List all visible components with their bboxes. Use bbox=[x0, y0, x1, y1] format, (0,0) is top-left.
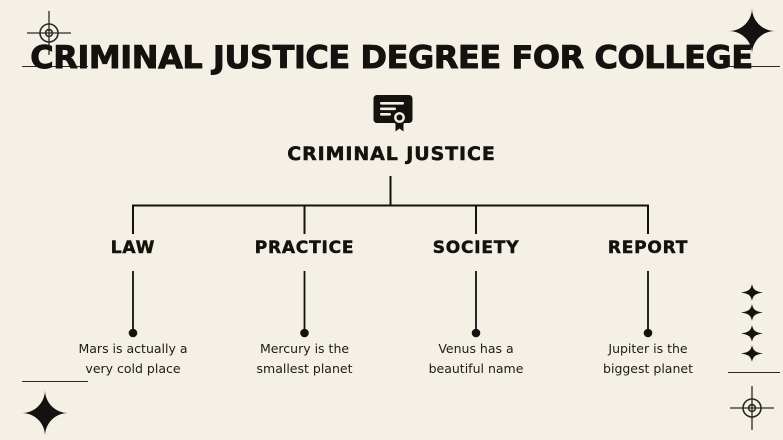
branch-description-line: Venus has a bbox=[438, 341, 514, 356]
branch-report: REPORT Jupiter is the biggest planet bbox=[558, 238, 738, 376]
branch-description-line: Mars is actually a bbox=[78, 341, 188, 356]
branch-description-line: Mercury is the bbox=[259, 341, 350, 356]
branch-description: Mars is actually a very cold place bbox=[43, 339, 223, 379]
root-node-label: CRIMINAL JUSTICE bbox=[287, 143, 496, 166]
branch-description: Venus has a beautiful name bbox=[386, 339, 566, 379]
branch-description-line: very cold place bbox=[85, 361, 181, 376]
sparkle-stack bbox=[736, 284, 768, 362]
crosshair-icon bbox=[730, 386, 774, 430]
branch-law: LAW Mars is actually a very cold place bbox=[43, 238, 223, 376]
crosshair-icon bbox=[27, 11, 71, 55]
branch-description: Mercury is the smallest planet bbox=[215, 339, 395, 379]
sparkle-icon bbox=[741, 284, 763, 301]
branch-practice: PRACTICE Mercury is the smallest planet bbox=[215, 238, 395, 376]
branch-description-line: beautiful name bbox=[428, 361, 524, 376]
certificate-icon bbox=[373, 95, 413, 132]
horizontal-rule bbox=[22, 381, 88, 382]
branch-description: Jupiter is the biggest planet bbox=[558, 339, 738, 379]
branch-label: PRACTICE bbox=[254, 238, 355, 259]
branch-description-line: Jupiter is the bbox=[608, 341, 688, 356]
page-title: CRIMINAL JUSTICE DEGREE FOR COLLEGE bbox=[30, 40, 754, 77]
clover-square-icon bbox=[22, 390, 68, 436]
branch-description-line: smallest planet bbox=[256, 361, 353, 376]
horizontal-rule bbox=[22, 66, 88, 67]
branch-label: SOCIETY bbox=[432, 238, 520, 259]
sparkle-icon bbox=[741, 324, 763, 342]
branch-description-line: biggest planet bbox=[603, 361, 693, 376]
sparkle-icon bbox=[741, 344, 763, 362]
horizontal-rule bbox=[728, 372, 780, 373]
branch-label: REPORT bbox=[607, 238, 689, 259]
branch-society: SOCIETY Venus has a beautiful name bbox=[386, 238, 566, 376]
sparkle-icon bbox=[741, 304, 763, 322]
clover-square-icon bbox=[729, 8, 775, 54]
horizontal-rule bbox=[728, 66, 780, 67]
branch-label: LAW bbox=[110, 238, 156, 259]
